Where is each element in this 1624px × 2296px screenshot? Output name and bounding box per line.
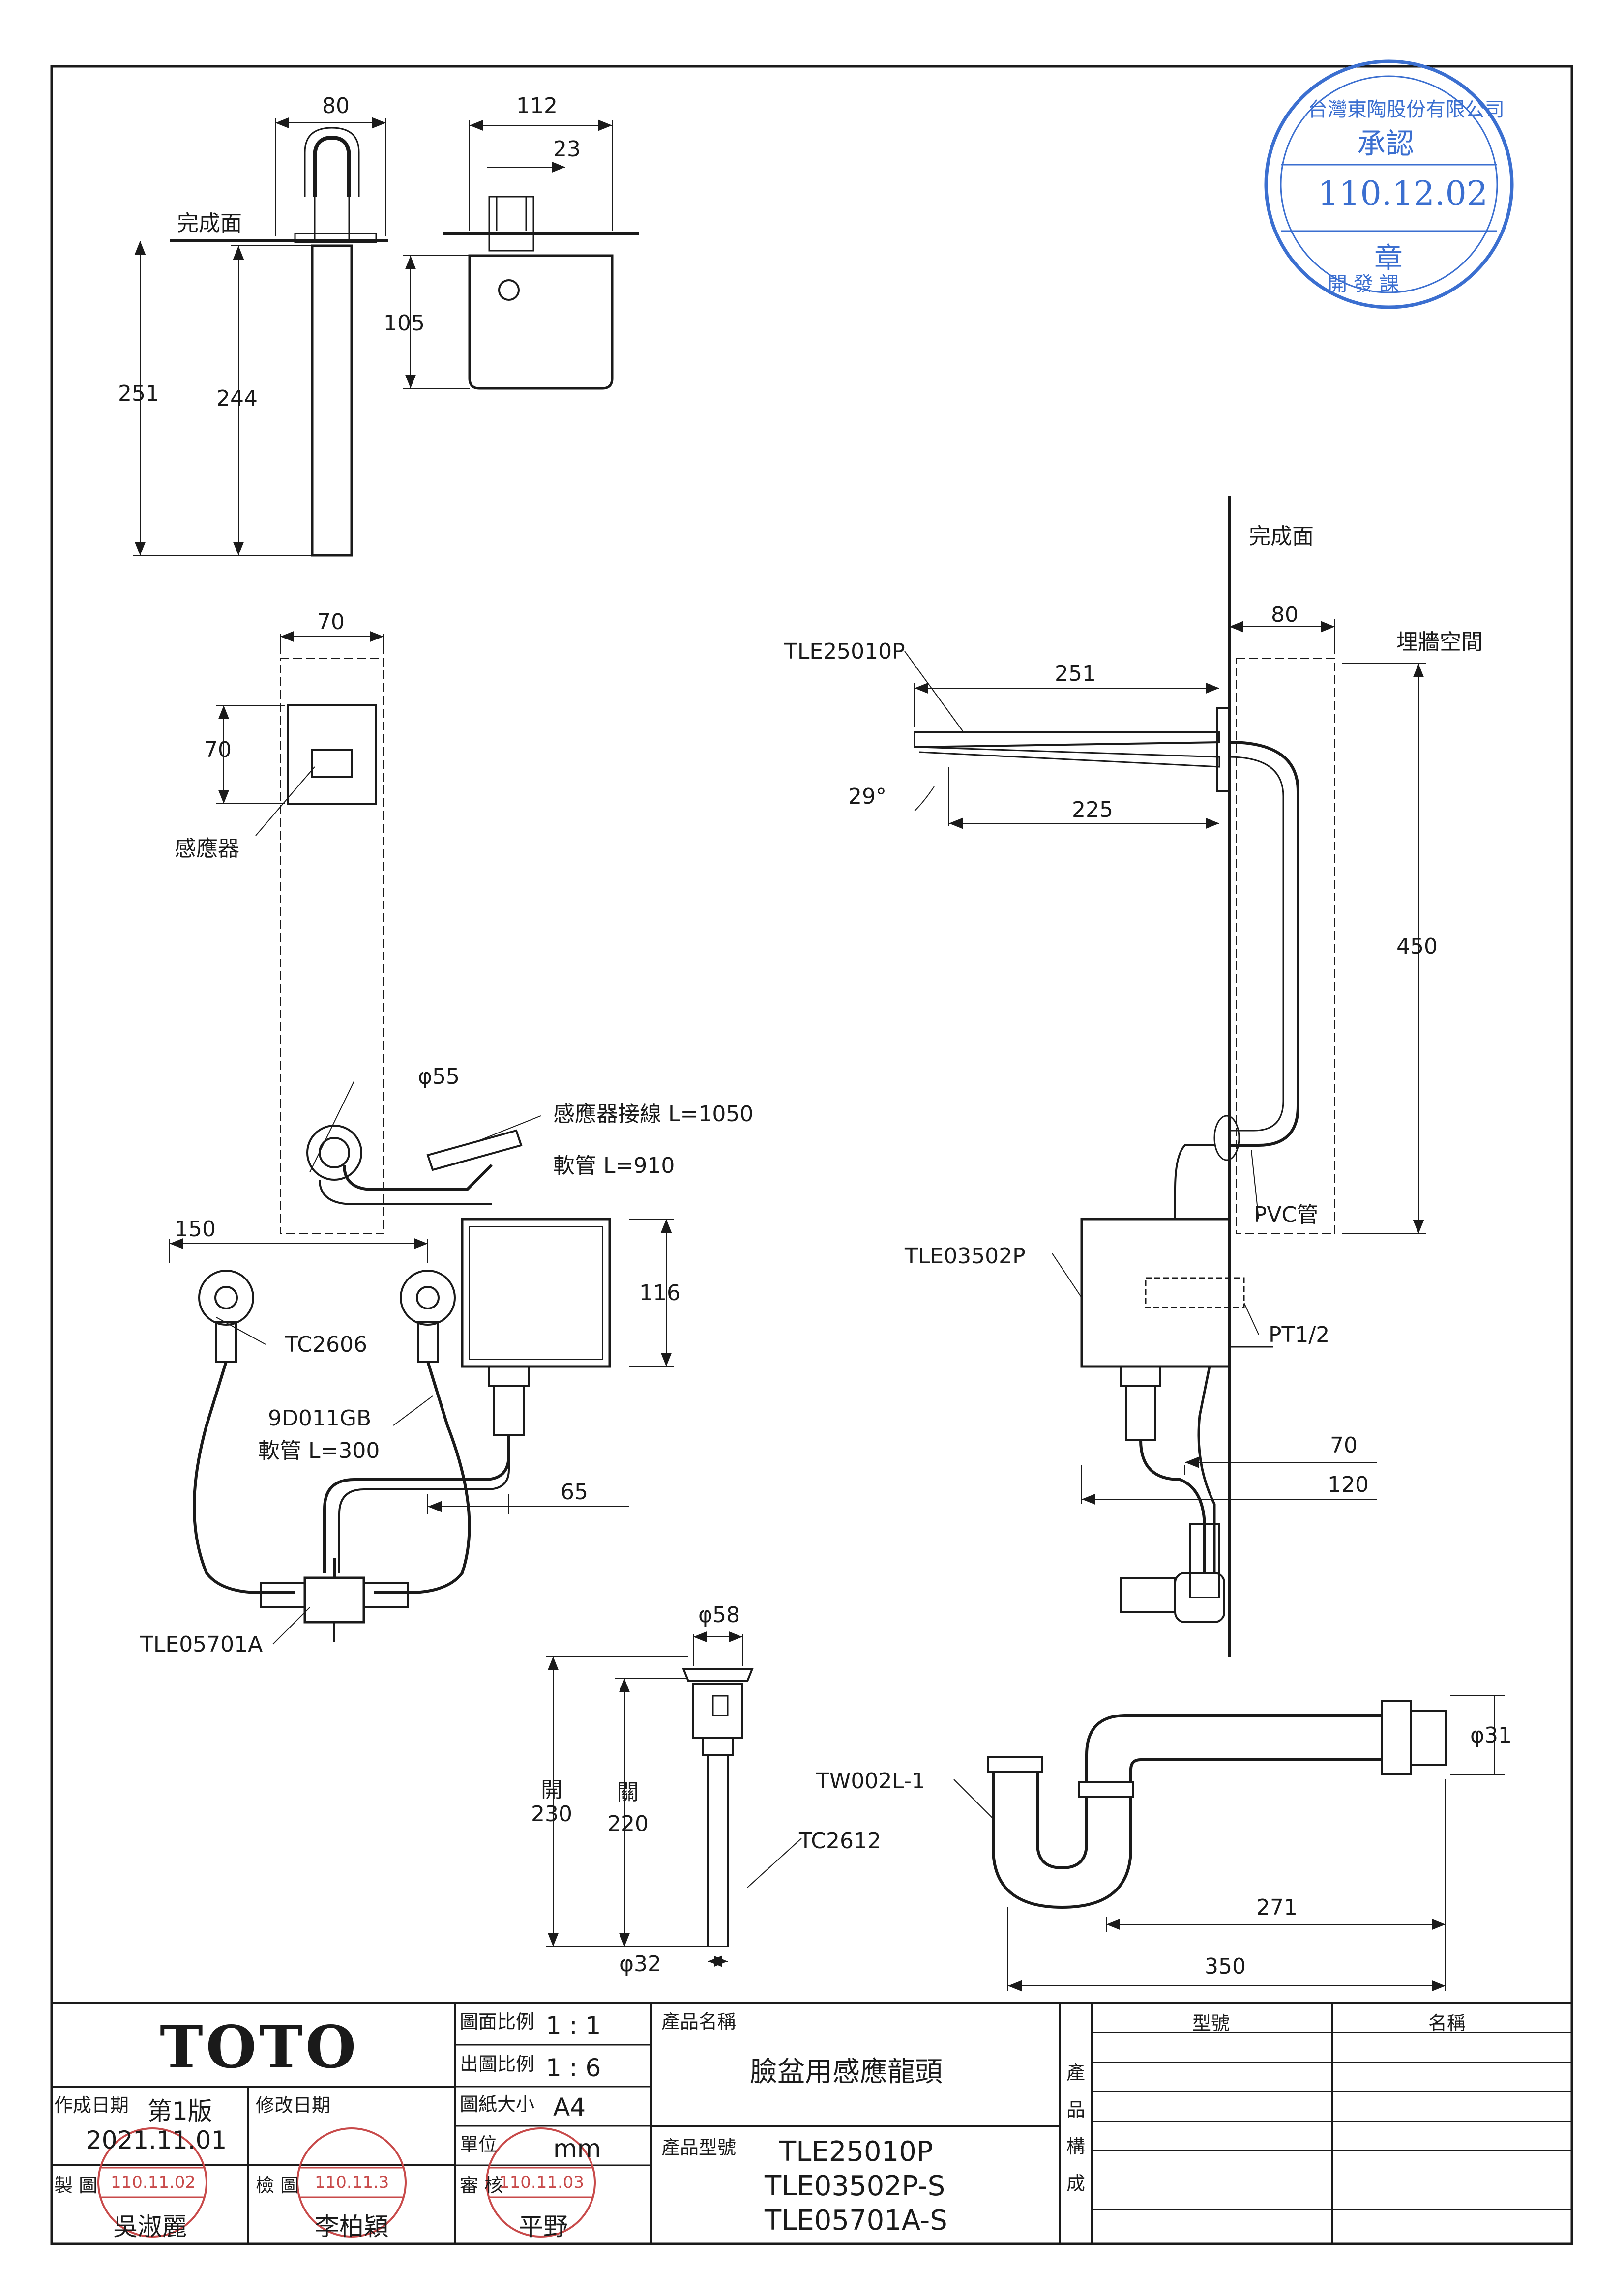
- approval-stamp-company: 台灣東陶股份有限公司: [1308, 98, 1505, 121]
- approved-label: 審 核: [460, 2175, 503, 2196]
- dim-120: 120: [1328, 1472, 1369, 1497]
- label-tc2606: TC2606: [285, 1332, 367, 1357]
- dim-150: 150: [175, 1217, 216, 1242]
- product-name-label: 產品名稱: [661, 2011, 737, 2033]
- label-tle05701a: TLE05701A: [140, 1632, 263, 1657]
- drawing-frame: [50, 65, 1573, 2245]
- label-pvc-pipe: PVC管: [1254, 1202, 1319, 1227]
- approval-stamp-date: 110.12.02: [1318, 174, 1488, 213]
- dim-244: 244: [216, 386, 258, 411]
- label-angle-29: 29°: [848, 784, 886, 809]
- label-hose-910: 軟管 L=910: [553, 1153, 675, 1178]
- approval-stamp: [1264, 59, 1514, 309]
- dim-phi32: φ32: [620, 1951, 662, 1976]
- dim-105: 105: [384, 311, 425, 336]
- side-section-view: [904, 496, 1426, 1657]
- approval-stamp-word: 承認: [1357, 127, 1415, 160]
- scale-output-label: 出圖比例: [460, 2053, 535, 2075]
- title-block: [52, 2002, 1572, 2244]
- checked-label: 檢 圖: [256, 2175, 299, 2196]
- label-tw002l: TW002L-1: [816, 1769, 925, 1794]
- label-finish-surface-right: 完成面: [1249, 524, 1314, 549]
- side-view-box: [403, 119, 639, 390]
- dim-230: 230: [531, 1802, 572, 1827]
- paper-size-value: A4: [553, 2093, 586, 2122]
- dim-80-top: 80: [322, 93, 350, 118]
- dim-phi55: φ55: [418, 1064, 460, 1089]
- dim-220: 220: [607, 1811, 649, 1836]
- dim-225: 225: [1072, 797, 1113, 822]
- label-open: 開: [541, 1777, 562, 1802]
- label-hose-300: 軟管 L=300: [258, 1438, 380, 1463]
- product-name: 臉盆用感應龍頭: [750, 2056, 943, 2088]
- scale-drawing-label: 圖面比例: [460, 2011, 535, 2033]
- composition-col-name: 名稱: [1428, 2012, 1466, 2034]
- drawn-stamp-date: 110.11.02: [111, 2173, 196, 2192]
- dim-116: 116: [639, 1280, 680, 1306]
- dim-112: 112: [516, 93, 558, 118]
- dim-251-left: 251: [118, 381, 159, 406]
- dim-70-width: 70: [317, 610, 345, 635]
- dim-251-spout: 251: [1055, 661, 1096, 686]
- paper-size-label: 圖紙大小: [460, 2093, 535, 2115]
- drawn-label: 製 圖: [54, 2175, 98, 2196]
- label-sensor-cable: 感應器接線 L=1050: [553, 1102, 754, 1127]
- red-stamps: [97, 2127, 596, 2238]
- model-1: TLE25010P: [779, 2136, 933, 2168]
- label-tle25010p: TLE25010P: [784, 639, 905, 664]
- drawn-name: 吳淑麗: [113, 2212, 187, 2241]
- revised-label: 修改日期: [256, 2094, 331, 2116]
- p-trap: [953, 1695, 1505, 1992]
- front-view-spout: [133, 117, 388, 557]
- composition-col-model: 型號: [1192, 2012, 1230, 2034]
- dim-phi31: φ31: [1470, 1723, 1512, 1748]
- dim-70-height: 70: [204, 737, 232, 762]
- label-9d011gb: 9D011GB: [268, 1406, 372, 1431]
- pop-up-drain: [546, 1631, 802, 1967]
- edition: 第1版: [148, 2097, 212, 2125]
- label-tle03502p: TLE03502P: [905, 1244, 1026, 1269]
- product-model-label: 產品型號: [661, 2137, 737, 2158]
- checked-stamp-date: 110.11.3: [315, 2173, 389, 2192]
- unit-value: mm: [553, 2134, 601, 2163]
- scale-drawing-value: 1 : 1: [546, 2011, 601, 2040]
- approved-name: 平野: [519, 2212, 568, 2241]
- label-close: 關: [617, 1780, 639, 1805]
- dim-70-right: 70: [1330, 1433, 1358, 1458]
- dim-271: 271: [1256, 1895, 1298, 1920]
- front-sensor-view: [169, 631, 674, 1645]
- approved-stamp-date: 110.11.03: [499, 2173, 585, 2192]
- dim-80-right: 80: [1271, 602, 1299, 627]
- brand-logo: TOTO: [160, 2013, 359, 2081]
- dim-phi58: φ58: [698, 1602, 740, 1628]
- scale-output-value: 1 : 6: [546, 2054, 601, 2082]
- checked-name: 李柏穎: [315, 2212, 388, 2241]
- dim-23: 23: [553, 137, 581, 162]
- model-2: TLE03502P-S: [765, 2170, 945, 2202]
- label-wall-space: 埋牆空間: [1396, 630, 1483, 655]
- approval-stamp-chapter: 章: [1374, 241, 1403, 275]
- model-3: TLE05701A-S: [765, 2205, 947, 2237]
- label-tc2612: TC2612: [799, 1829, 881, 1854]
- dim-65: 65: [561, 1480, 588, 1505]
- created-label: 作成日期: [54, 2094, 129, 2116]
- unit-label: 單位: [460, 2134, 498, 2155]
- dim-350: 350: [1205, 1954, 1246, 1979]
- label-pt12: PT1/2: [1269, 1322, 1330, 1347]
- dim-450: 450: [1396, 934, 1438, 959]
- created-date: 2021.11.01: [86, 2126, 227, 2154]
- approval-stamp-dept: 開 發 課: [1328, 273, 1399, 295]
- composition-label: 產品構成: [1066, 2062, 1085, 2194]
- label-sensor: 感應器: [175, 836, 239, 861]
- label-finish-surface-top: 完成面: [177, 211, 242, 236]
